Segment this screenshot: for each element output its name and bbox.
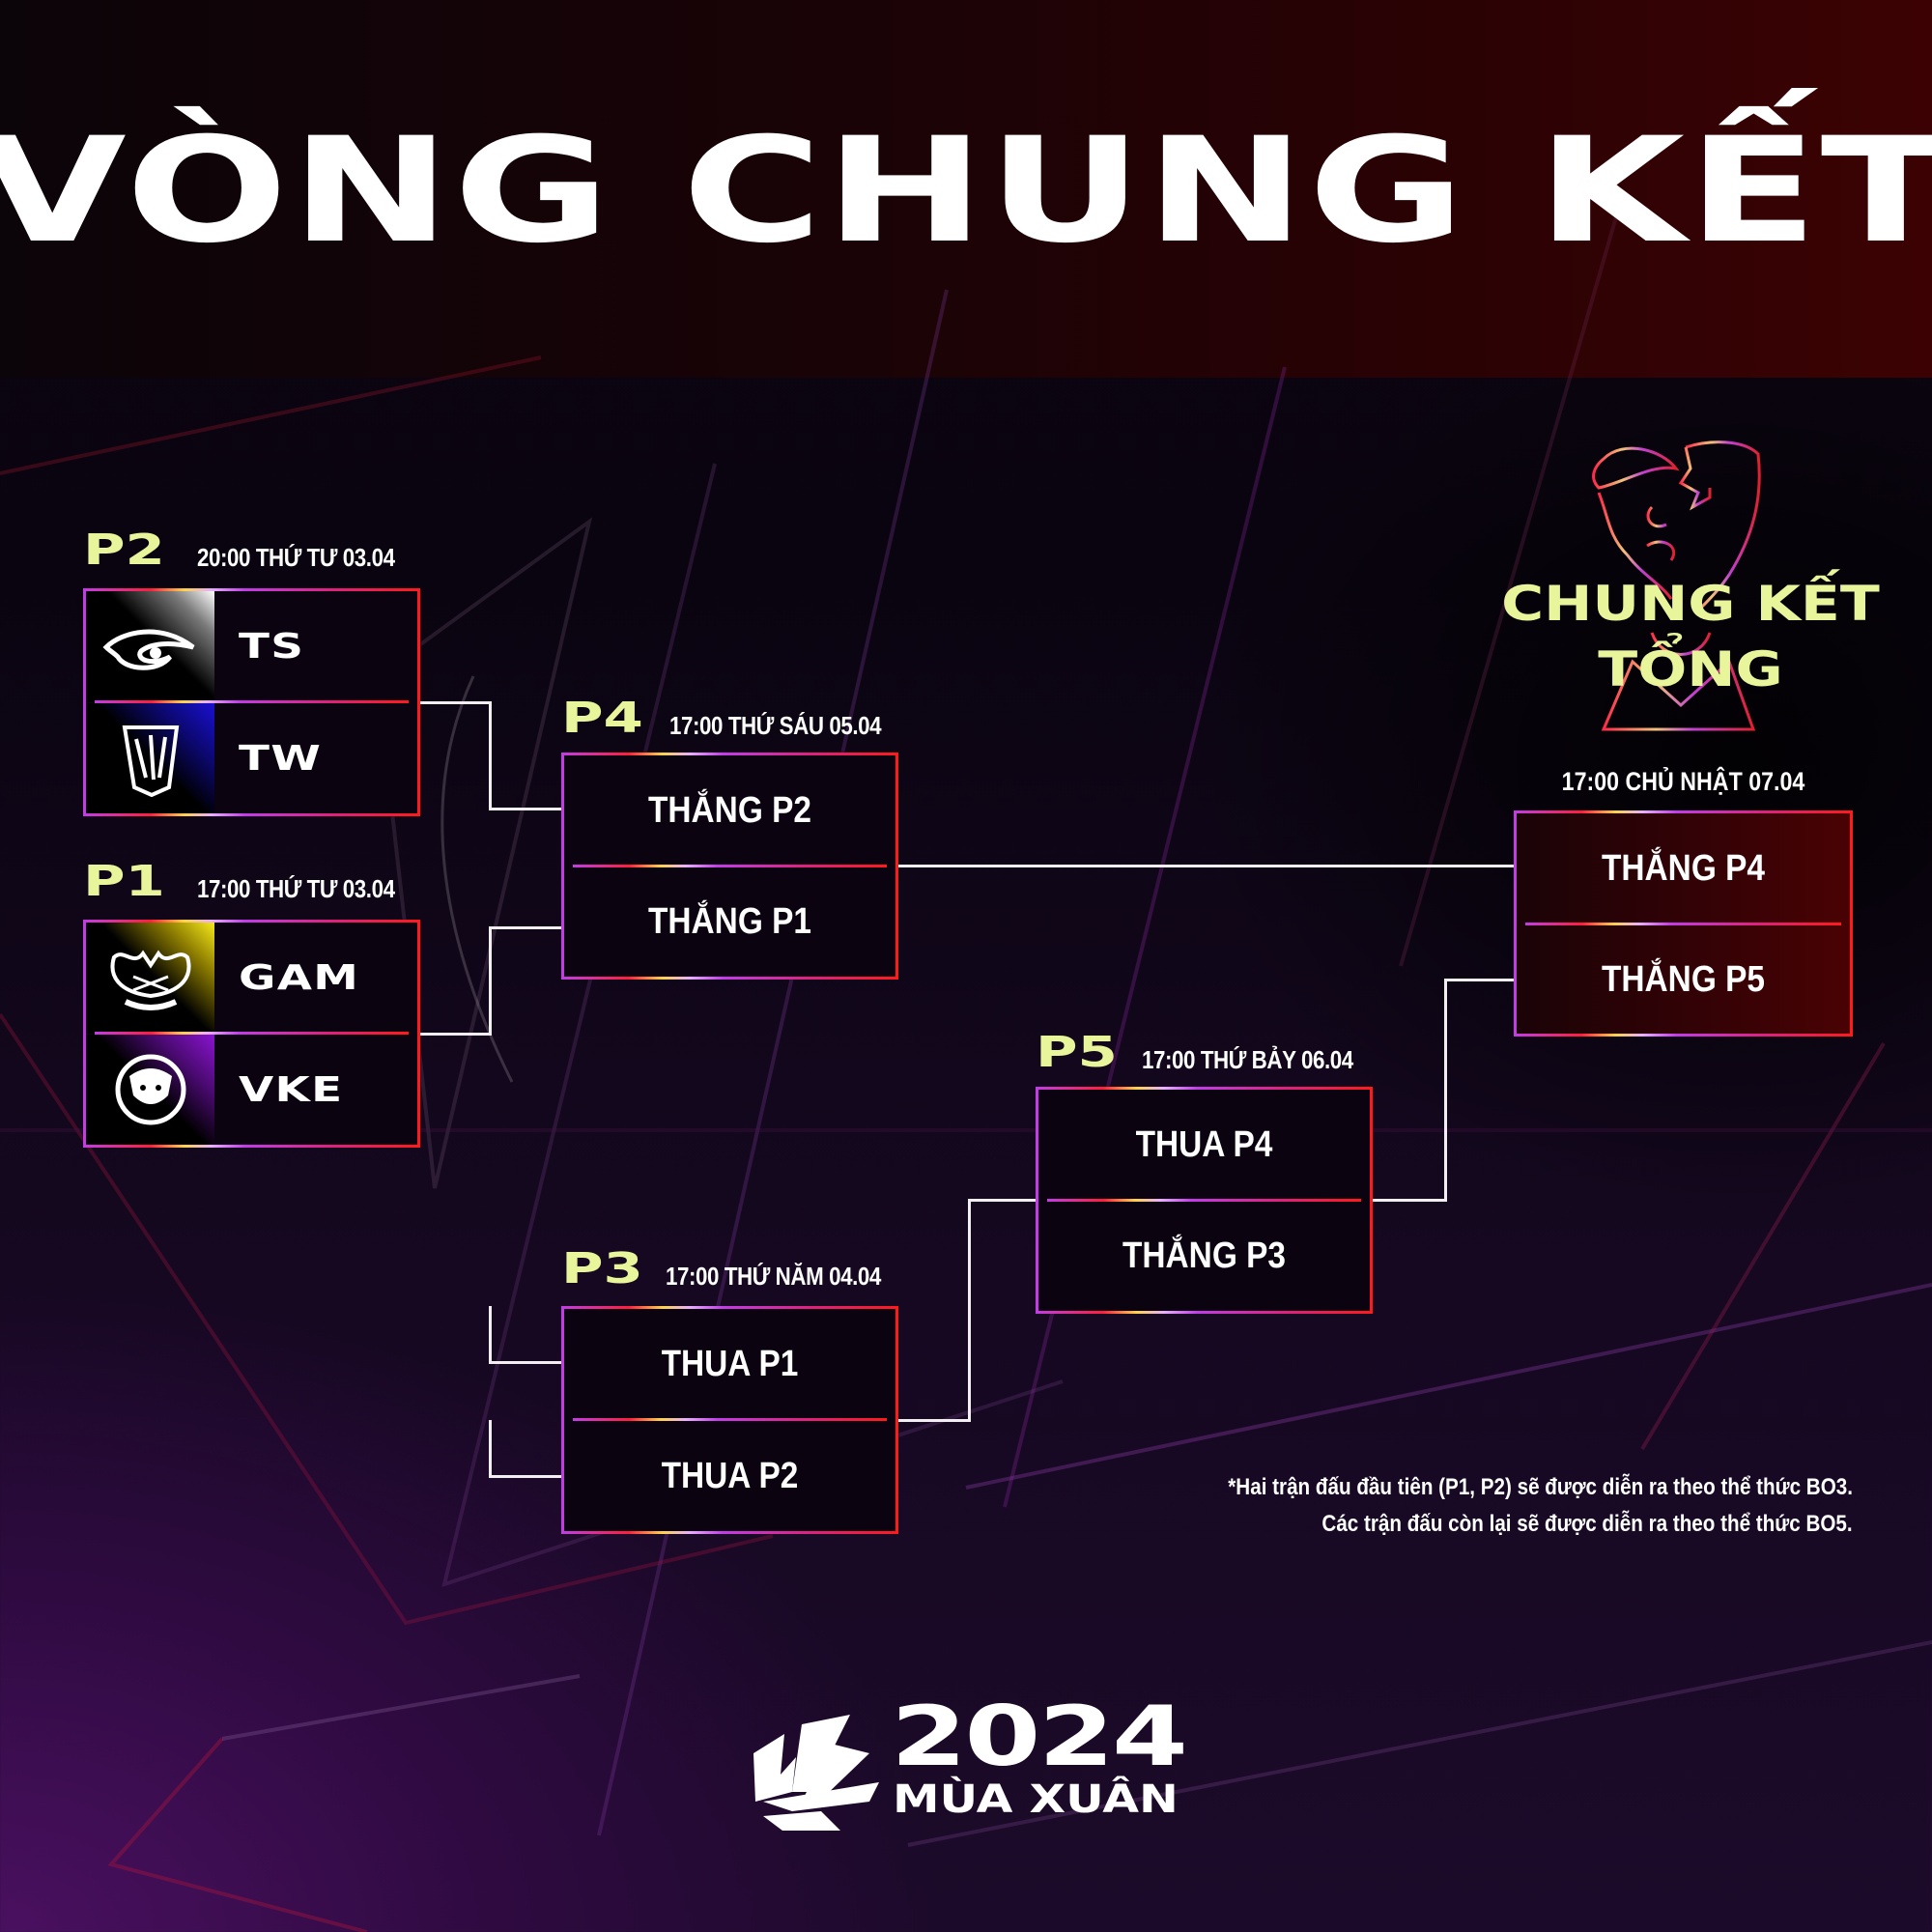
- bracket-connector: [968, 1199, 1036, 1202]
- bracket-slot: THUA P4: [1135, 1123, 1273, 1165]
- bracket-connector: [489, 1361, 561, 1364]
- grand-final-box[interactable]: THẮNG P4 THẮNG P5: [1514, 810, 1853, 1037]
- bracket-connector: [1444, 979, 1447, 1202]
- team-name: GAM: [239, 958, 360, 998]
- match-p4-header: P4 17:00 THỨ SÁU 05.04: [561, 694, 916, 743]
- grand-final-datetime: 17:00 CHỦ NHẬT 07.04: [1561, 767, 1805, 796]
- team-name: VKE: [239, 1069, 344, 1110]
- team-row[interactable]: VKE: [86, 1035, 417, 1145]
- page-title: VÒNG CHUNG KẾT: [0, 107, 1932, 275]
- bracket-slot: THẮNG P5: [1601, 958, 1766, 1000]
- match-p3-header: P3 17:00 THỨ NĂM 04.04: [561, 1244, 916, 1293]
- bracket-slot: THUA P1: [661, 1343, 799, 1384]
- match-datetime: 17:00 THỨ NĂM 04.04: [666, 1262, 881, 1291]
- gam-dragon-icon: [86, 923, 214, 1034]
- branding-logo: 2024 MÙA XUÂN: [734, 1695, 1217, 1831]
- match-datetime: 17:00 THỨ TƯ 03.04: [197, 874, 395, 903]
- team-name: TS: [239, 627, 305, 667]
- bracket-connector: [489, 1306, 492, 1364]
- match-p1-header: P1 17:00 THỨ TƯ 03.04: [83, 857, 427, 906]
- team-secret-eye-icon: [86, 591, 214, 702]
- header-band: [0, 0, 1932, 378]
- bracket-slot: THẮNG P1: [647, 901, 812, 942]
- match-p2-header: P2 20:00 THỨ TƯ 03.04: [83, 526, 427, 575]
- bracket-connector: [489, 1420, 492, 1478]
- bracket-connector: [489, 1475, 561, 1478]
- divider: [1525, 923, 1841, 925]
- grand-final-title-line2: TỔNG: [1598, 641, 1783, 697]
- match-code: P2: [83, 526, 165, 575]
- match-p5-header: P5 17:00 THỨ BẢY 06.04: [1036, 1028, 1387, 1077]
- bracket-slot: THẮNG P4: [1601, 847, 1766, 889]
- bracket-slot: THUA P2: [661, 1455, 799, 1496]
- team-row[interactable]: TW: [86, 703, 417, 813]
- vke-beast-icon: [86, 1035, 214, 1145]
- tw-claw-icon: [86, 703, 214, 813]
- bracket-connector: [489, 926, 561, 929]
- bracket-connector: [489, 808, 561, 810]
- footnote-line1: *Hai trận đấu đầu tiên (P1, P2) sẽ được …: [1228, 1474, 1853, 1500]
- match-p1-box[interactable]: GAM VKE: [83, 920, 420, 1148]
- match-code: P3: [561, 1244, 643, 1293]
- team-row[interactable]: GAM: [86, 923, 417, 1034]
- divider: [1047, 1199, 1361, 1202]
- match-datetime: 17:00 THỨ BẢY 06.04: [1142, 1045, 1353, 1074]
- divider: [95, 700, 409, 703]
- branding-year: 2024: [891, 1689, 1188, 1785]
- divider: [573, 1418, 887, 1421]
- match-datetime: 20:00 THỨ TƯ 03.04: [197, 543, 395, 572]
- bracket-connector: [898, 865, 1514, 867]
- bracket-connector: [898, 1419, 971, 1422]
- bracket-connector: [420, 1033, 492, 1036]
- match-code: P1: [83, 857, 165, 906]
- team-name: TW: [239, 738, 323, 779]
- divider: [95, 1032, 409, 1035]
- divider: [573, 865, 887, 867]
- bracket-slot: THẮNG P2: [647, 789, 812, 831]
- bracket-slot: THẮNG P3: [1122, 1236, 1287, 1276]
- match-p2-box[interactable]: TS TW: [83, 588, 420, 816]
- vcs-logo-icon: [753, 1715, 879, 1831]
- match-code: P4: [561, 694, 643, 743]
- match-p5-box[interactable]: THUA P4 THẮNG P3: [1036, 1087, 1373, 1314]
- team-row[interactable]: TS: [86, 591, 417, 702]
- branding-season: MÙA XUÂN: [893, 1777, 1179, 1822]
- bracket-connector: [489, 926, 492, 1036]
- trophy-icon: [1592, 440, 1761, 731]
- match-p4-box[interactable]: THẮNG P2 THẮNG P1: [561, 753, 898, 980]
- match-p3-box[interactable]: THUA P1 THUA P2: [561, 1306, 898, 1534]
- bracket-connector: [489, 701, 492, 810]
- bracket-connector: [968, 1199, 971, 1422]
- bracket-connector: [1444, 979, 1514, 981]
- grand-final-title-line1: CHUNG KẾT: [1501, 576, 1880, 632]
- match-code: P5: [1036, 1028, 1118, 1077]
- match-datetime: 17:00 THỨ SÁU 05.04: [669, 711, 882, 740]
- footnote-line2: Các trận đấu còn lại sẽ được diễn ra the…: [1321, 1511, 1853, 1537]
- bracket-connector: [1373, 1199, 1447, 1202]
- bracket-connector: [420, 701, 492, 704]
